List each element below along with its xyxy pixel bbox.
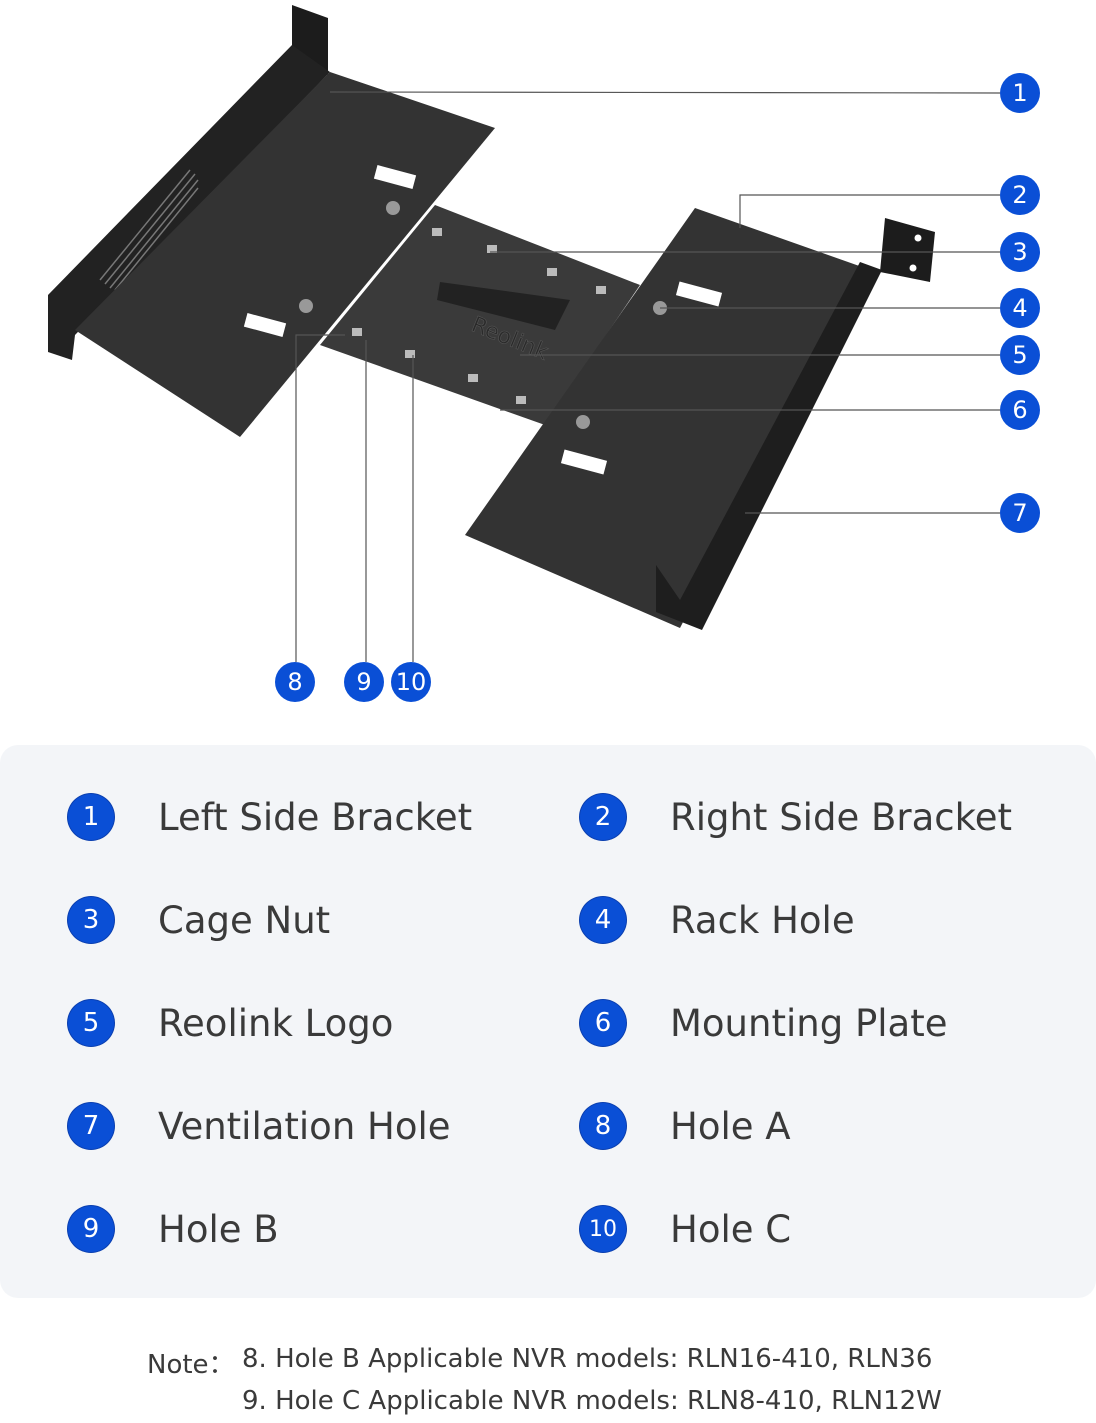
callout-5: 5 [1000, 335, 1040, 375]
svg-text:3: 3 [1012, 238, 1027, 266]
callout-6: 6 [1000, 390, 1040, 430]
callout-1: 1 [1000, 73, 1040, 113]
right-side-bracket [465, 208, 935, 630]
callout-lines [295, 91, 1001, 662]
bracket-diagram: Reolink 1 2 3 4 5 6 7 8 9 10 [48, 5, 1040, 702]
svg-text:8: 8 [287, 668, 302, 696]
svg-text:7: 7 [1012, 499, 1027, 527]
callout-2: 2 [1000, 175, 1040, 215]
svg-text:4: 4 [1012, 294, 1027, 322]
svg-text:1: 1 [1012, 79, 1027, 107]
callout-3: 3 [1000, 232, 1040, 272]
svg-text:5: 5 [1012, 341, 1027, 369]
callout-badges: 1 2 3 4 5 6 7 8 9 10 [275, 73, 1040, 702]
callout-10: 10 [391, 662, 431, 702]
svg-text:9: 9 [356, 668, 371, 696]
mounting-plate: Reolink [320, 205, 640, 425]
callout-7: 7 [1000, 493, 1040, 533]
svg-text:10: 10 [396, 668, 427, 696]
note-line: 8. Hole B Applicable NVR models: RLN16-4… [242, 1344, 933, 1374]
callout-8: 8 [275, 662, 315, 702]
svg-text:6: 6 [1012, 396, 1027, 424]
note-line: 9. Hole C Applicable NVR models: RLN8-41… [242, 1386, 942, 1416]
svg-text:2: 2 [1012, 181, 1027, 209]
callout-9: 9 [344, 662, 384, 702]
legend-panel [0, 745, 1096, 1298]
note-label: Note： [147, 1350, 235, 1380]
left-side-bracket [48, 5, 495, 437]
callout-4: 4 [1000, 288, 1040, 328]
